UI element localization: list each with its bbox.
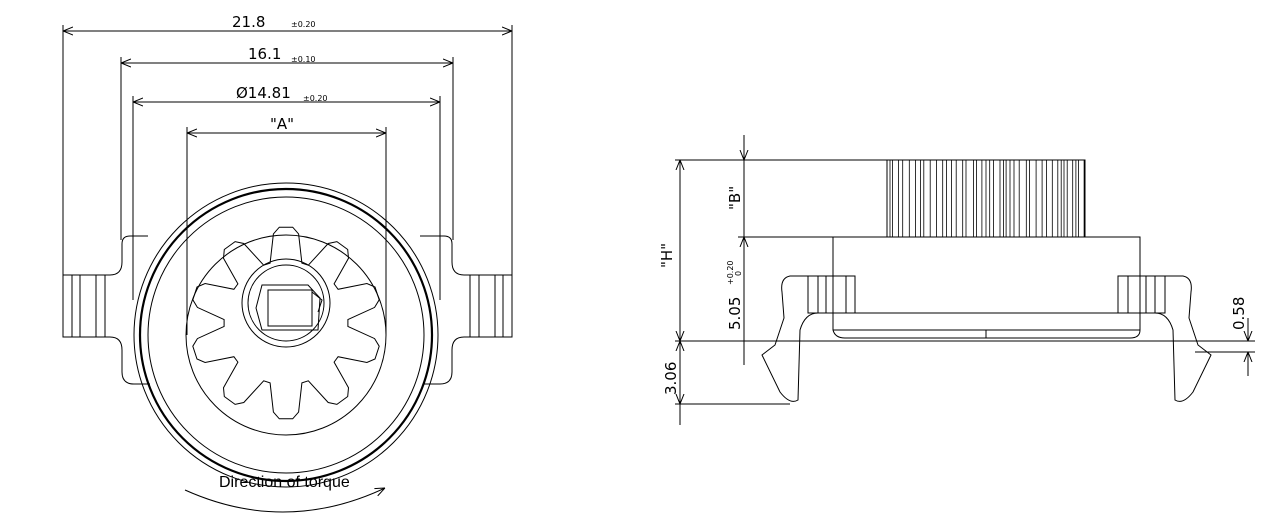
housing-base — [833, 313, 1140, 338]
svg-text:±0.20: ±0.20 — [291, 20, 316, 29]
svg-text:21.8: 21.8 — [232, 13, 265, 31]
dimension-overall-width: 21.8 ±0.20 — [63, 13, 512, 31]
shaft-slot — [256, 285, 320, 330]
top-view: 21.8 ±0.20 16.1 ±0.10 Ø14.81 ±0.20 "A" — [63, 13, 512, 512]
svg-text:"A": "A" — [270, 115, 294, 133]
svg-text:"B": "B" — [726, 186, 744, 210]
dimension-clip: 0.58 — [1230, 297, 1248, 376]
svg-text:±0.20: ±0.20 — [303, 94, 328, 103]
ear-right — [470, 275, 512, 337]
torque-direction-arrow — [185, 488, 385, 512]
svg-text:Ø14.81: Ø14.81 — [236, 84, 291, 102]
outer-rim — [134, 183, 438, 487]
housing-outline — [63, 236, 512, 384]
svg-text:Direction of torque: Direction of torque — [219, 474, 350, 491]
dimension-a: "A" — [187, 115, 386, 133]
dimension-body-height: 5.05 +0.20 0 — [726, 237, 744, 365]
side-view: "H" "B" 5.05 +0.20 0 3.06 0.58 — [658, 135, 1255, 425]
dimension-b: "B" — [726, 135, 744, 262]
dimension-diameter: Ø14.81 ±0.20 — [133, 84, 440, 103]
svg-text:0.58: 0.58 — [1230, 297, 1248, 330]
svg-text:0: 0 — [734, 271, 743, 276]
housing-body — [833, 237, 1140, 313]
dimension-h: "H" — [658, 160, 680, 341]
svg-text:±0.10: ±0.10 — [291, 55, 316, 64]
svg-text:3.06: 3.06 — [662, 362, 680, 395]
hub-outer — [242, 259, 330, 347]
dimension-bottom: 3.06 — [662, 341, 680, 425]
rotor-ring — [140, 189, 432, 481]
gear — [193, 227, 379, 419]
knurled-knob — [887, 160, 1085, 237]
svg-text:5.05: 5.05 — [726, 297, 744, 330]
svg-text:16.1: 16.1 — [248, 45, 281, 63]
ear-left — [63, 275, 105, 337]
dimension-ear-span: 16.1 ±0.10 — [121, 45, 453, 64]
svg-text:"H": "H" — [658, 243, 676, 268]
